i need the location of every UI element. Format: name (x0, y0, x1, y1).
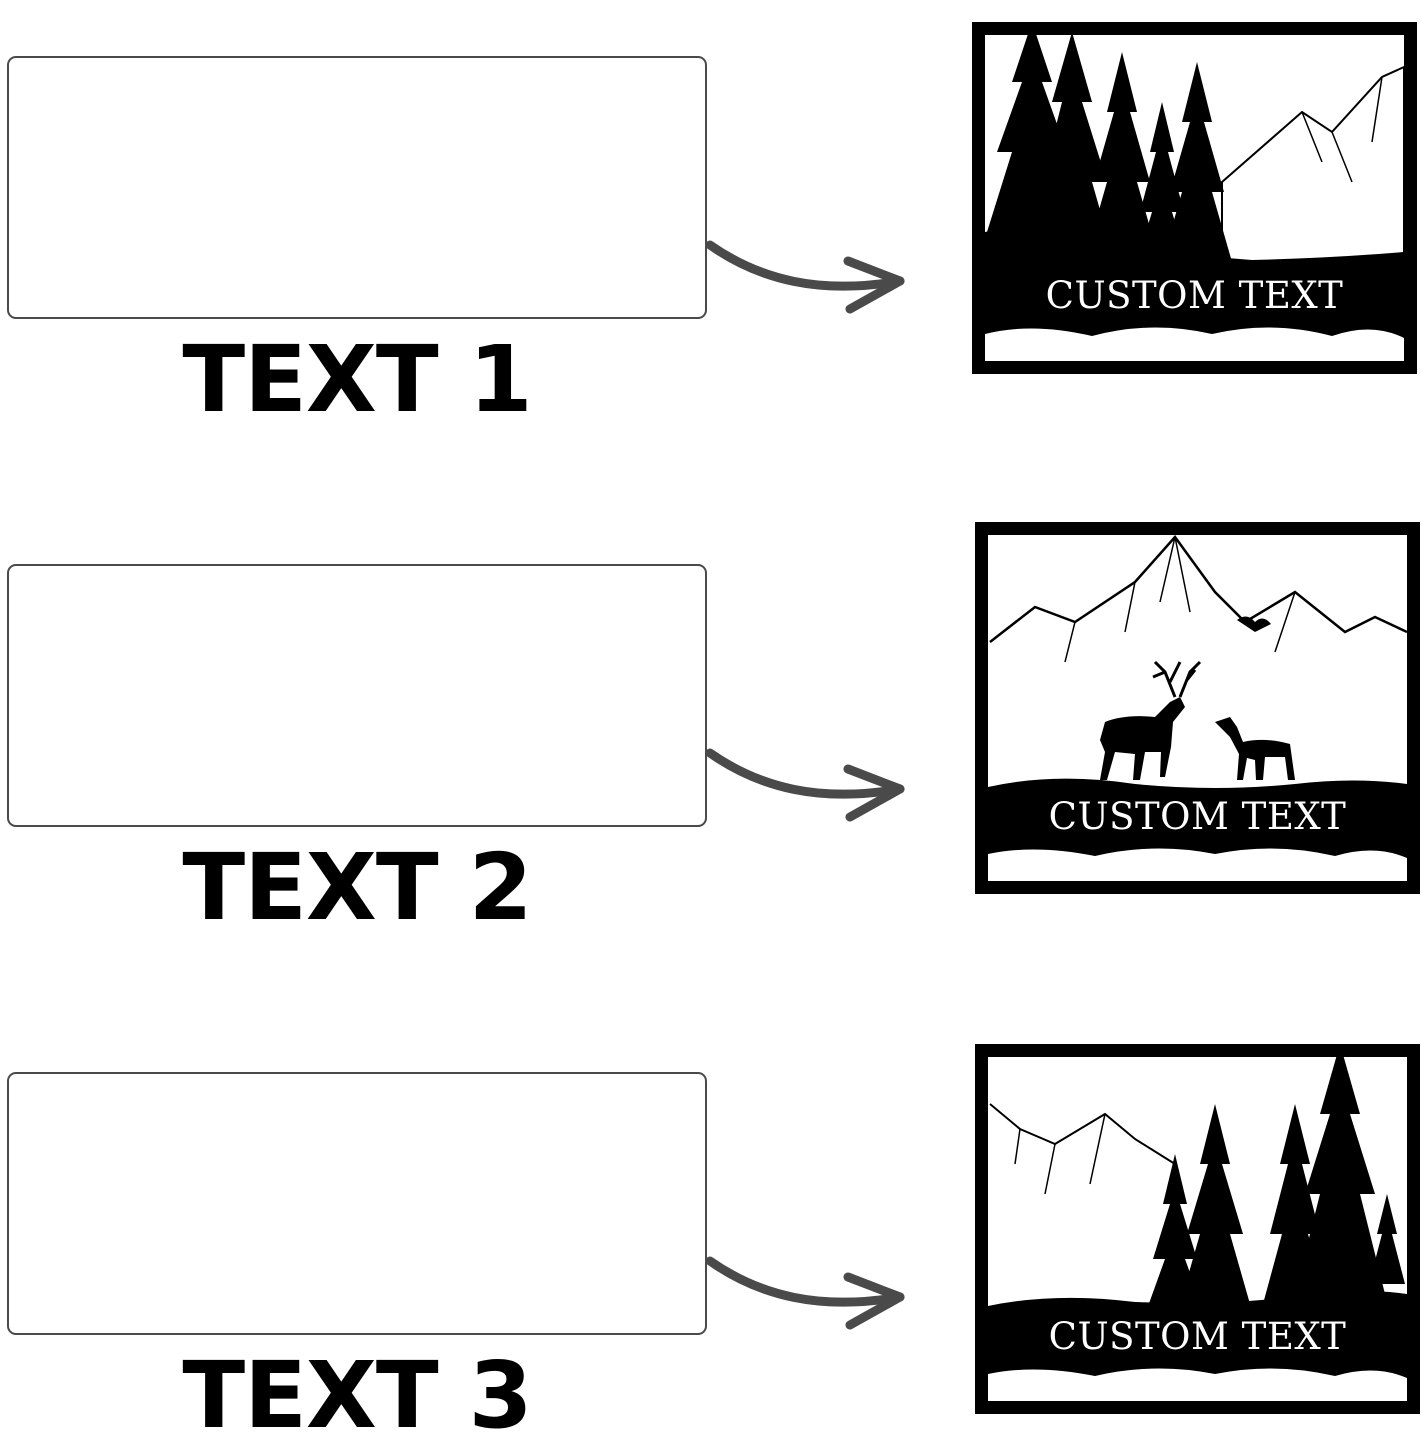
text-label-2: TEXT 2 (182, 834, 532, 941)
metal-sign-icon: CUSTOM TEXT (972, 22, 1417, 374)
text-label-1: TEXT 1 (182, 326, 532, 433)
text-input-box-3[interactable] (7, 1072, 707, 1335)
sign-text-2: CUSTOM TEXT (1048, 795, 1347, 838)
sign-text-3: CUSTOM TEXT (1048, 1315, 1347, 1358)
text-label-3: TEXT 3 (182, 1342, 532, 1449)
text-row-3: TEXT 3 CUSTOM TEXT (0, 1016, 1421, 1446)
text-input-box-2[interactable] (7, 564, 707, 827)
curved-arrow-icon (700, 733, 915, 843)
sign-text-1: CUSTOM TEXT (1045, 274, 1344, 317)
metal-sign-icon: CUSTOM TEXT (975, 522, 1420, 894)
curved-arrow-icon (700, 225, 915, 335)
text-row-1: TEXT 1 CUSTOM TEXT (0, 0, 1421, 430)
curved-arrow-icon (700, 1241, 915, 1351)
metal-sign-icon: CUSTOM TEXT (975, 1044, 1420, 1414)
text-input-box-1[interactable] (7, 56, 707, 319)
text-row-2: TEXT 2 CUSTOM TEXT (0, 508, 1421, 938)
